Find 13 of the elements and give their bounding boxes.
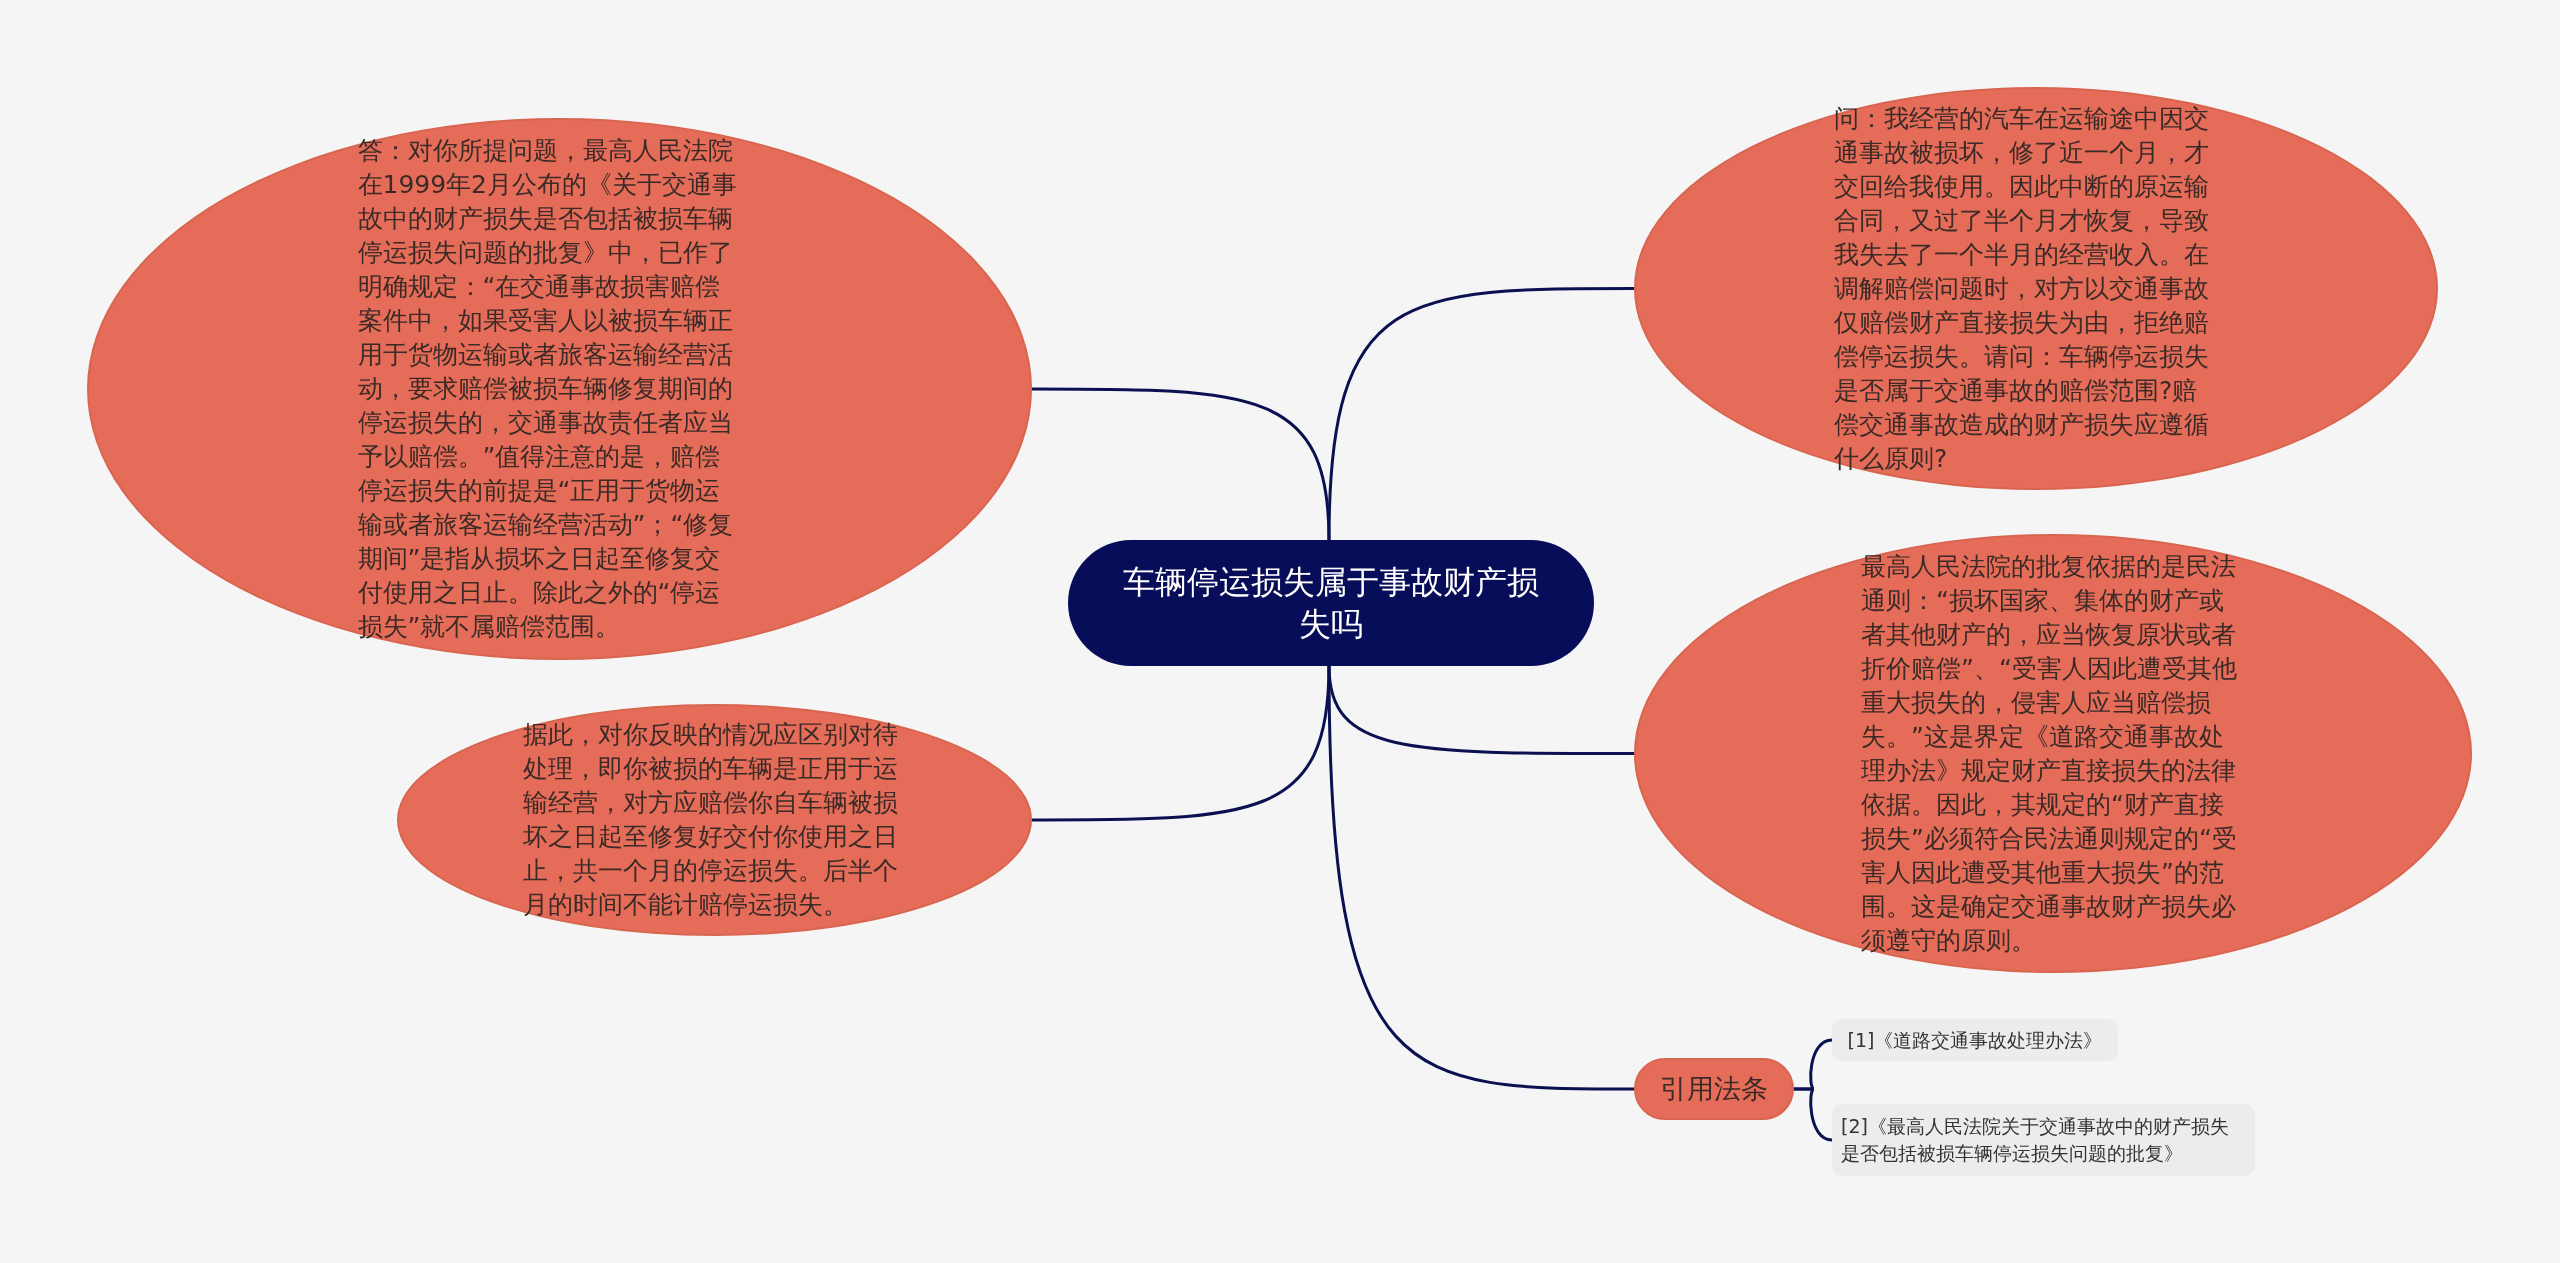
connector-line: [1327, 287, 1634, 541]
reference-box: [2]《最高人民法院关于交通事故中的财产损失是否包括被损车辆停运损失问题的批复》: [1832, 1104, 2255, 1176]
topic-bubble: 问：我经营的汽车在运输途中因交通事故被损坏，修了近一个月，才交回给我使用。因此中断的原运输合同，又过了半个月才恢复，导致我失去了一个半月的经营收入。在调解赔偿问题时，对方以交通事故仅赔偿财产直接损失为由，拒绝赔偿停运损失。请问：车辆停运损失是否属于交通事故的赔偿范围?赔偿交通事故造成的财产损失应遵循什么原则?: [1634, 87, 2438, 490]
connector-line: [1032, 665, 1331, 822]
connector-line: [1327, 665, 1634, 1091]
connector-line: [1032, 387, 1331, 541]
topic-pill: 引用法条: [1634, 1058, 1794, 1120]
reference-box: [1]《道路交通事故处理办法》: [1832, 1019, 2118, 1061]
central-topic-bubble: 车辆停运损失属于事故财产损失吗: [1068, 540, 1594, 666]
topic-bubble: 据此，对你反映的情况应区别对待处理，即你被损的车辆是正用于运输经营，对方应赔偿你自车辆被损坏之日起至修复好交付你使用之日止，共一个月的停运损失。后半个月的时间不能计赔停运损失。: [397, 704, 1032, 936]
topic-bubble: 最高人民法院的批复依据的是民法通则：“损坏国家、集体的财产或者其他财产的，应当恢复原状或者折价赔偿”、“受害人因此遭受其他重大损失的，侵害人应当赔偿损失。”这是界定《道路交通事故处理办法》规定财产直接损失的法律依据。因此，其规定的“财产直接损失”必须符合民法通则规定的“受害人因此遭受其他重大损失”的范围。这是确定交通事故财产损失必须遵守的原则。: [1634, 534, 2472, 973]
connector-line: [1794, 1087, 1833, 1142]
topic-bubble: 答：对你所提问题，最高人民法院在1999年2月公布的《关于交通事故中的财产损失是否包括被损车辆停运损失问题的批复》中，已作了明确规定：“在交通事故损害赔偿案件中，如果受害人以被损车辆正用于货物运输或者旅客运输经营活动，要求赔偿被损车辆修复期间的停运损失的，交通事故责任者应当予以赔偿。”值得注意的是，赔偿停运损失的前提是“正用于货物运输或者旅客运输经营活动”；“修复期间”是指从损坏之日起至修复交付使用之日止。除此之外的“停运损失”就不属赔偿范围。: [87, 118, 1032, 660]
